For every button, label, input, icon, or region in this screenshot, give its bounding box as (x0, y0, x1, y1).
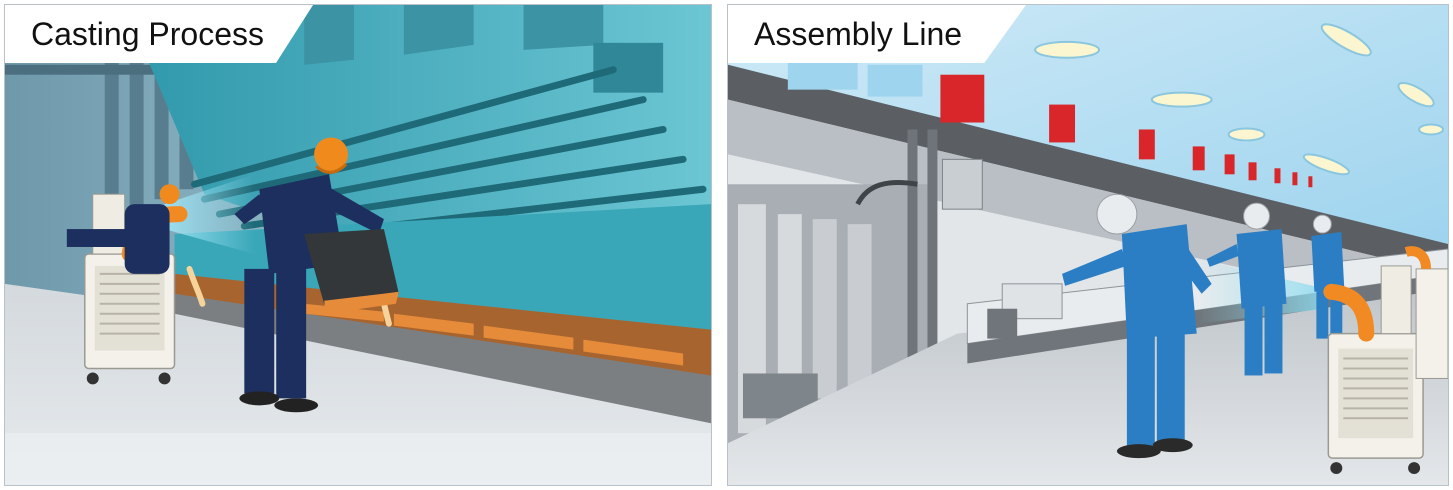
assembly-line-panel: Assembly Line (727, 4, 1449, 486)
cool-air-flow (164, 174, 255, 254)
spot-cooler-unit-back (1404, 246, 1448, 379)
worker-background (66, 184, 180, 274)
panel-caption-casting-process: Casting Process (5, 5, 313, 63)
worker-foreground (234, 137, 399, 413)
ceiling-beam (5, 64, 265, 75)
worker-midground (1206, 202, 1287, 376)
assembly-line-illustration (728, 5, 1448, 485)
red-markers (940, 74, 1313, 188)
ceiling-lights (1034, 23, 1445, 176)
white-hard-hat (1096, 193, 1138, 235)
wall-blue-panels (787, 59, 923, 97)
pouring-ladle (304, 229, 399, 304)
casting-process-panel: Casting Process (4, 4, 712, 486)
worker-background (1311, 214, 1345, 339)
orange-hard-hat (314, 137, 349, 172)
casting-molds (174, 273, 711, 424)
worker-foreground (1062, 193, 1212, 459)
casting-process-illustration (5, 5, 711, 485)
panel-caption-assembly-line: Assembly Line (728, 5, 1026, 63)
spot-cooler-unit-front (1323, 265, 1424, 475)
